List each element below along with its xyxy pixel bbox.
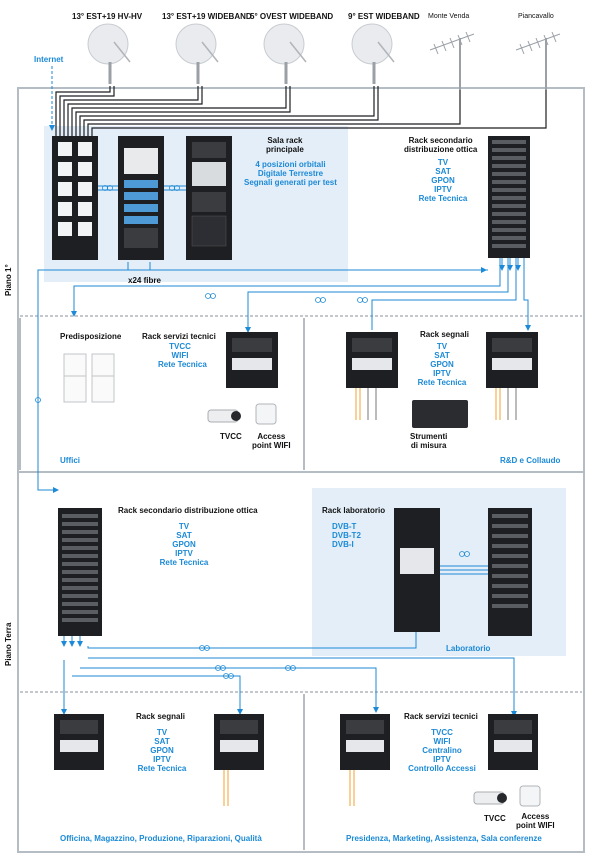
main-rack-3 [186, 136, 232, 260]
zone-lab: Laboratorio [446, 644, 491, 653]
uffici-camera [207, 409, 241, 423]
officina-rack-2 [214, 714, 264, 806]
lab-title: Rack laboratorio [322, 506, 386, 515]
main-rack-2 [118, 136, 164, 260]
main-rack-1 [52, 136, 98, 260]
uffici-tvcc-label: TVCC [220, 432, 242, 441]
antenna-label-2: 13° EST+19 WIDEBAND [162, 12, 252, 21]
building-frame-lower [17, 471, 585, 853]
internet-label: Internet [34, 55, 64, 64]
uffici-rack-title: Rack servizi tecnici [142, 332, 216, 341]
ground-secondary-title: Rack secondario distribuzione ottica [118, 506, 258, 515]
main-rack-services: 4 posizioni orbitali Digitale Terrestre … [244, 160, 337, 187]
presidenza-rack-2 [488, 714, 538, 770]
zone-presidenza: Presidenza, Marketing, Assistenza, Sala … [346, 834, 542, 843]
antenna-label-1: 13° EST+19 HV-HV [72, 12, 143, 21]
wall-plates [63, 353, 115, 403]
antenna-label-6: Piancavallo [518, 13, 554, 20]
presidenza-rack-1 [340, 714, 390, 806]
antenna-dishes [87, 23, 561, 90]
antenna-label-5: Monte Venda [428, 13, 470, 20]
presidenza-rack-title: Rack servizi tecnici [404, 712, 478, 721]
uffici-ap [255, 403, 277, 425]
secondary-rack-top-services: TV SAT GPON IPTV Rete Tecnica [418, 158, 468, 203]
floor-label-first: Piano 1° [4, 264, 13, 296]
officina-rack-title: Rack segnali [136, 712, 185, 721]
lab-rack-2 [488, 508, 532, 636]
rd-rack-1 [346, 332, 398, 420]
presidenza-ap [519, 785, 541, 807]
presidenza-tvcc-label: TVCC [484, 814, 506, 823]
measurement-instrument [412, 400, 468, 428]
rd-rack-title: Rack segnali [420, 330, 469, 339]
fibre-count-label: x24 fibre [128, 276, 161, 285]
zone-rd: R&D e Collaudo [500, 456, 561, 465]
presidenza-camera [473, 791, 507, 805]
antenna-label-3: 5° OVEST WIDEBAND [250, 12, 334, 21]
antenna-label-4: 9° EST WIDEBAND [348, 12, 420, 21]
ground-secondary-rack [58, 508, 102, 636]
floor-label-ground: Piano Terra [4, 622, 13, 666]
secondary-rack-top [488, 136, 530, 258]
predisposizione-label: Predisposizione [60, 332, 122, 341]
lab-rack-1 [394, 508, 440, 632]
zone-uffici: Uffici [60, 456, 80, 465]
rd-rack-2 [486, 332, 538, 420]
uffici-rack [226, 332, 278, 388]
zone-officina: Officina, Magazzino, Produzione, Riparaz… [60, 834, 262, 843]
officina-rack-1 [54, 714, 104, 770]
